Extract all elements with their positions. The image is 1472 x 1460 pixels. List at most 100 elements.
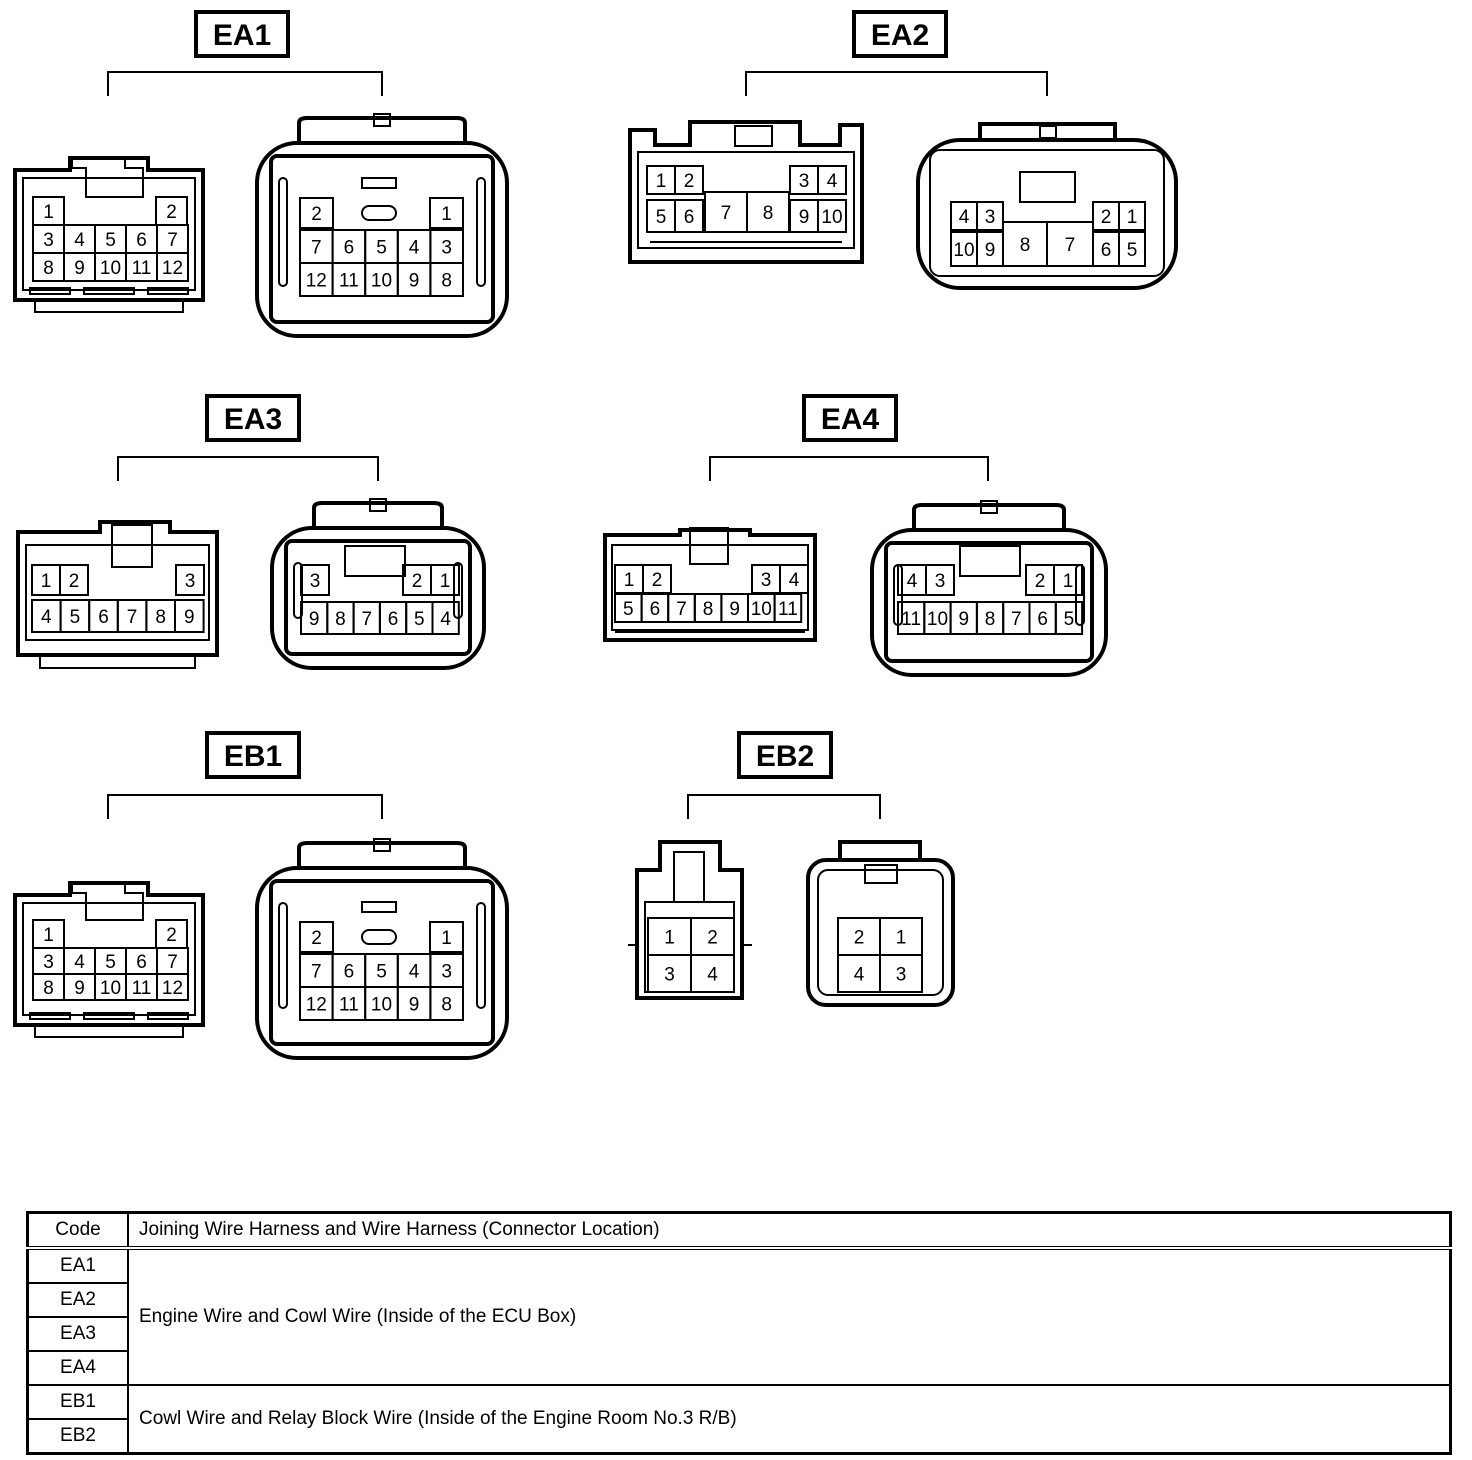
pin-number: 12	[162, 978, 183, 999]
side-rib	[476, 902, 486, 1009]
pin-cell	[59, 564, 89, 596]
pin-cell	[674, 165, 704, 195]
pin-number: 9	[309, 609, 320, 630]
pin-number: 4	[789, 570, 800, 591]
pin-cell	[429, 986, 464, 1021]
pin-number: 10	[927, 609, 948, 630]
pin-cell	[429, 197, 464, 229]
pin-number: 4	[440, 609, 451, 630]
table-cell-code: EA1	[26, 1247, 129, 1284]
pin-number: 11	[132, 978, 152, 999]
pin-number: 3	[310, 571, 321, 592]
connector-housing	[603, 528, 817, 642]
connector-lock-hood	[297, 841, 467, 868]
pin-number: 9	[74, 258, 85, 279]
connector-code-label: EA2	[871, 19, 929, 52]
connector-inner-frame	[644, 901, 735, 993]
pin-number: 10	[953, 240, 974, 261]
bracket-line	[745, 71, 1048, 96]
pin-number: 2	[684, 171, 695, 192]
pin-number: 6	[1037, 609, 1048, 630]
table-cell-code: EB2	[26, 1418, 129, 1455]
connector-housing	[255, 866, 509, 1060]
connector-lock-hood	[297, 116, 467, 143]
connector-code-box	[852, 10, 948, 58]
table-header-code: Code	[26, 1211, 129, 1250]
pin-number: 9	[409, 995, 420, 1016]
connector-inner-frame	[22, 177, 196, 291]
pin-number: 9	[184, 607, 195, 628]
pin-number: 1	[41, 571, 52, 592]
pin-number: 10	[371, 271, 392, 292]
pin-number: 2	[166, 925, 177, 946]
table-cell-code: EB1	[26, 1384, 129, 1420]
pin-number: 12	[306, 271, 327, 292]
pin-cell	[925, 564, 955, 596]
pin-number: 1	[1063, 571, 1074, 592]
pin-number: 1	[43, 202, 54, 223]
lock-tab	[1039, 125, 1057, 139]
pin-number: 8	[155, 607, 166, 628]
connector-code-box	[205, 394, 301, 442]
table-row: EA4	[26, 1350, 1451, 1386]
connector-lock-hood	[912, 503, 1066, 530]
pin-number: 5	[376, 238, 387, 259]
pin-number: 6	[344, 962, 355, 983]
pin-number: 8	[43, 258, 54, 279]
pin-number: 7	[1065, 235, 1076, 256]
pin-cell	[430, 564, 460, 596]
connector-housing	[13, 156, 205, 302]
pin-number: 2	[652, 570, 663, 591]
pin-number: 9	[409, 271, 420, 292]
table-row: EB1 Cowl Wire and Relay Block Wire (Insi…	[26, 1384, 1452, 1455]
connector-code-label: EB1	[224, 740, 282, 773]
connector-housing	[806, 858, 955, 1007]
pin-cell	[429, 262, 464, 297]
pin-number: 1	[624, 570, 635, 591]
connector-lock-hood	[838, 840, 922, 860]
pin-number: 5	[376, 962, 387, 983]
connector-inner-frame	[269, 154, 495, 324]
connector-housing	[635, 840, 744, 1000]
pin-number: 3	[935, 571, 946, 592]
connector-base	[34, 1025, 184, 1038]
pin-number: 10	[821, 207, 842, 228]
pin-cell	[156, 973, 189, 1001]
table-row: EA2	[26, 1282, 1451, 1318]
pin-number: 11	[901, 609, 921, 630]
pin-number: 3	[441, 238, 452, 259]
pin-number: 6	[136, 952, 147, 973]
connector-inner-frame	[929, 149, 1165, 277]
pin-number: 3	[43, 952, 54, 973]
pin-number: 8	[1020, 235, 1031, 256]
bracket-line	[107, 794, 383, 819]
pin-cell	[1053, 564, 1083, 596]
pin-number: 6	[650, 599, 661, 620]
pin-number: 4	[409, 238, 420, 259]
connector-housing	[270, 526, 486, 670]
key-slot	[361, 205, 397, 221]
key-slot	[344, 545, 406, 577]
pin-number: 3	[896, 965, 907, 986]
pin-cell	[674, 199, 704, 233]
pin-number: 9	[985, 240, 996, 261]
pin-cell	[879, 954, 923, 993]
pin-number: 7	[311, 238, 322, 259]
connector-key	[689, 527, 729, 565]
connector-housing	[870, 528, 1108, 677]
lock-tab	[980, 500, 998, 514]
pin-cell	[1054, 601, 1084, 635]
pin-number: 3	[43, 230, 54, 251]
connector-base	[34, 300, 184, 313]
pin-number: 5	[105, 230, 116, 251]
connector-base	[39, 655, 196, 669]
connector-key	[71, 158, 144, 198]
pin-number: 7	[167, 952, 178, 973]
latch-slot	[83, 1012, 135, 1020]
pin-number: 2	[854, 928, 865, 949]
pin-number: 5	[623, 599, 634, 620]
